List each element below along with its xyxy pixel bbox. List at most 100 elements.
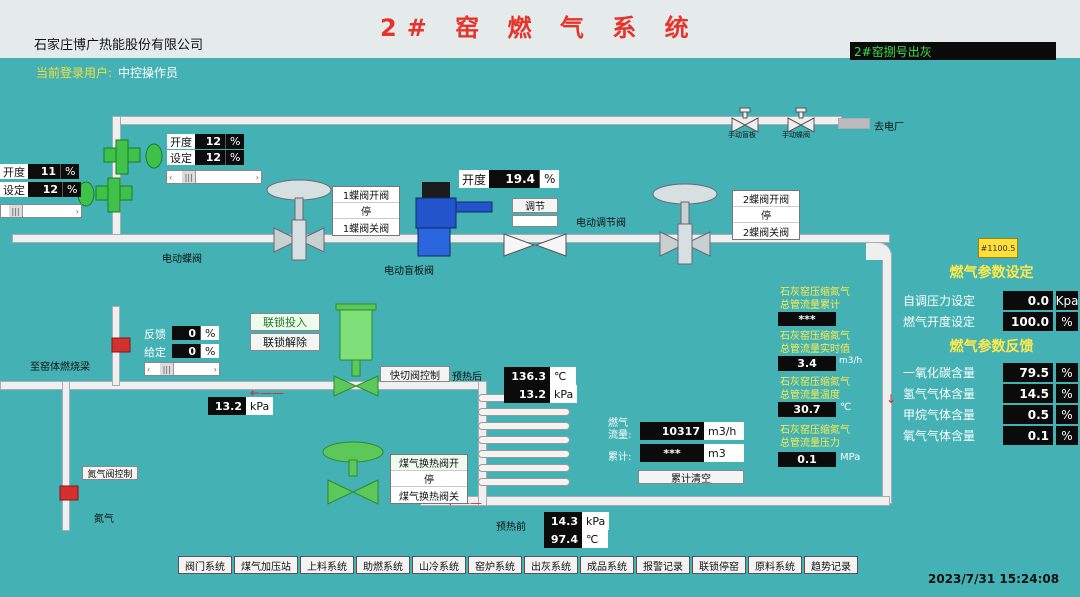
butterfly-valve-2-icon[interactable] <box>650 180 720 270</box>
lime-realtime-readout: 3.4 m3/h <box>778 356 862 371</box>
nav-interlock[interactable]: 联锁停窑 <box>692 556 746 574</box>
nav-valve-system[interactable]: 阀门系统 <box>178 556 232 574</box>
company-name: 石家庄博广热能股份有限公司 <box>34 38 204 53</box>
total-clear-button[interactable]: 累计清空 <box>638 470 744 485</box>
feedback-title: 燃气参数反馈 <box>949 339 1034 355</box>
total-readout: *** m3 <box>640 444 744 462</box>
gate-valve-label: 电动盲板阀 <box>384 266 434 277</box>
valve-upper-slider[interactable]: ‹|||› <box>166 170 262 184</box>
gas-flow-readout: 10317 m3/h <box>640 422 744 440</box>
butterfly-valve-1-icon[interactable] <box>264 176 334 266</box>
nav-product[interactable]: 成品系统 <box>580 556 634 574</box>
lime-realtime-label: 石灰窑压缩氮气 总管流量实时值 <box>780 331 850 355</box>
pipe-right-vertical <box>882 252 892 504</box>
nav-alarm[interactable]: 报警记录 <box>636 556 690 574</box>
gate-open-readout: 开度 19.4 % <box>459 170 560 188</box>
hx-coil <box>478 422 570 430</box>
flow-arrow-icon: ←—— <box>250 386 285 400</box>
hx-close-button[interactable]: 煤气换热阀关 <box>399 491 459 503</box>
nav-gas-booster[interactable]: 煤气加压站 <box>234 556 298 574</box>
hx-open-button[interactable]: 煤气换热阀开 <box>391 455 467 471</box>
manual-valve-2-icon[interactable] <box>786 106 816 134</box>
manual-valve-2-label: 手动蝶阀 <box>782 131 810 139</box>
hx-valve-controls: 煤气换热阀开 停 煤气换热阀关 <box>390 454 468 504</box>
user-role: 中控操作员 <box>118 66 179 80</box>
pipe-bottom <box>420 496 890 506</box>
feedback-value-box: 0 % <box>172 326 220 340</box>
valve-lower-set[interactable]: 设定 12 % <box>0 182 82 197</box>
nitrogen-valve-icon[interactable] <box>56 482 82 504</box>
page-title: 2# 窑 燃 气 系 统 <box>380 14 699 42</box>
nitrogen-ctrl-button[interactable]: 氮气阀控制 <box>82 466 138 480</box>
lime-press-label: 石灰窑压缩氮气 总管流量压力 <box>780 425 850 449</box>
hx-stop-button[interactable]: 停 <box>391 471 467 487</box>
regulator-frame <box>512 215 558 227</box>
given-value-box[interactable]: 0 % <box>172 344 220 358</box>
flow-arrow-icon: ↓ <box>886 392 897 406</box>
pressure-left-readout: 13.2 kPa <box>208 397 274 415</box>
hx-coil <box>478 478 570 486</box>
butterfly2-stop-button[interactable]: 停 <box>733 207 799 223</box>
nav-feed-system[interactable]: 上料系统 <box>300 556 354 574</box>
pipe-right-bend <box>866 242 892 260</box>
valve-upper-set[interactable]: 设定 12 % <box>167 150 245 165</box>
regulator-valve-icon[interactable] <box>502 232 568 258</box>
regulator-label: 电动调节阀 <box>576 218 626 229</box>
param-tag: #1100.5 <box>978 238 1018 258</box>
lime-temp-label: 石灰窑压缩氮气 总管流量温度 <box>780 377 850 401</box>
butterfly1-label: 电动蝶阀 <box>162 254 202 265</box>
nav-combustion[interactable]: 助燃系统 <box>356 556 410 574</box>
total-label: 累计: <box>608 452 632 463</box>
actuator-green-lower-icon[interactable] <box>76 176 136 214</box>
kiln-status-display: 2#窑捌号出灰 <box>850 42 1056 60</box>
electric-gate-valve-icon[interactable] <box>408 176 498 258</box>
pipe-main <box>12 234 890 243</box>
nav-ash[interactable]: 出灰系统 <box>524 556 578 574</box>
quick-cut-valve-icon[interactable] <box>330 302 382 400</box>
manual-valve-1-icon[interactable] <box>730 106 760 134</box>
lime-temp-readout: 30.7 ℃ <box>778 402 851 417</box>
hx-valve-icon[interactable] <box>320 438 386 510</box>
pipe-burner-left <box>62 381 70 531</box>
to-plant-label: 去电厂 <box>874 122 904 133</box>
butterfly2-controls: 2蝶阀开阀 停 2蝶阀关阀 <box>732 190 800 240</box>
butterfly1-stop-button[interactable]: 停 <box>333 203 399 219</box>
lime-total-readout: *** <box>778 312 836 326</box>
after-temp-readout: 136.3 ℃ <box>504 367 576 385</box>
user-prefix: 当前登录用户: <box>36 66 113 80</box>
nav-raw[interactable]: 原料系统 <box>748 556 802 574</box>
gas-flow-label: 燃气 流量: <box>608 418 632 441</box>
hx-coil <box>478 436 570 444</box>
nav-kiln[interactable]: 窑炉系统 <box>468 556 522 574</box>
before-temp-readout: 97.4 ℃ <box>544 530 608 548</box>
to-burner-label: 至窑体燃烧梁 <box>30 362 90 373</box>
before-press-readout: 14.3 kPa <box>544 512 610 530</box>
interlock-off-button[interactable]: 联锁解除 <box>250 333 320 351</box>
valve-lower-slider[interactable]: |||› <box>0 204 82 218</box>
butterfly1-close-button[interactable]: 1蝶阀关阀 <box>342 223 390 235</box>
nav-cooling[interactable]: 山冷系统 <box>412 556 466 574</box>
after-preheat-label: 预热后 <box>452 372 482 383</box>
hx-coil <box>478 464 570 472</box>
actuator-green-upper-icon[interactable] <box>98 138 168 178</box>
red-valve-feedback-icon[interactable] <box>108 334 134 356</box>
butterfly1-open-button[interactable]: 1蝶阀开阀 <box>333 187 399 203</box>
nav-trend[interactable]: 趋势记录 <box>804 556 858 574</box>
manual-valve-1-label: 手动盲板 <box>728 131 756 139</box>
quick-cut-button[interactable]: 快切阀控制 <box>380 366 450 382</box>
regulate-button[interactable]: 调节 <box>512 198 558 213</box>
butterfly2-open-button[interactable]: 2蝶阀开阀 <box>733 191 799 207</box>
given-slider[interactable]: ‹|||› <box>144 362 220 376</box>
butterfly2-close-button[interactable]: 2蝶阀关阀 <box>742 227 790 239</box>
after-press-readout: 13.2 kPa <box>504 385 578 403</box>
interlock-on-button[interactable]: 联锁投入 <box>250 313 320 331</box>
